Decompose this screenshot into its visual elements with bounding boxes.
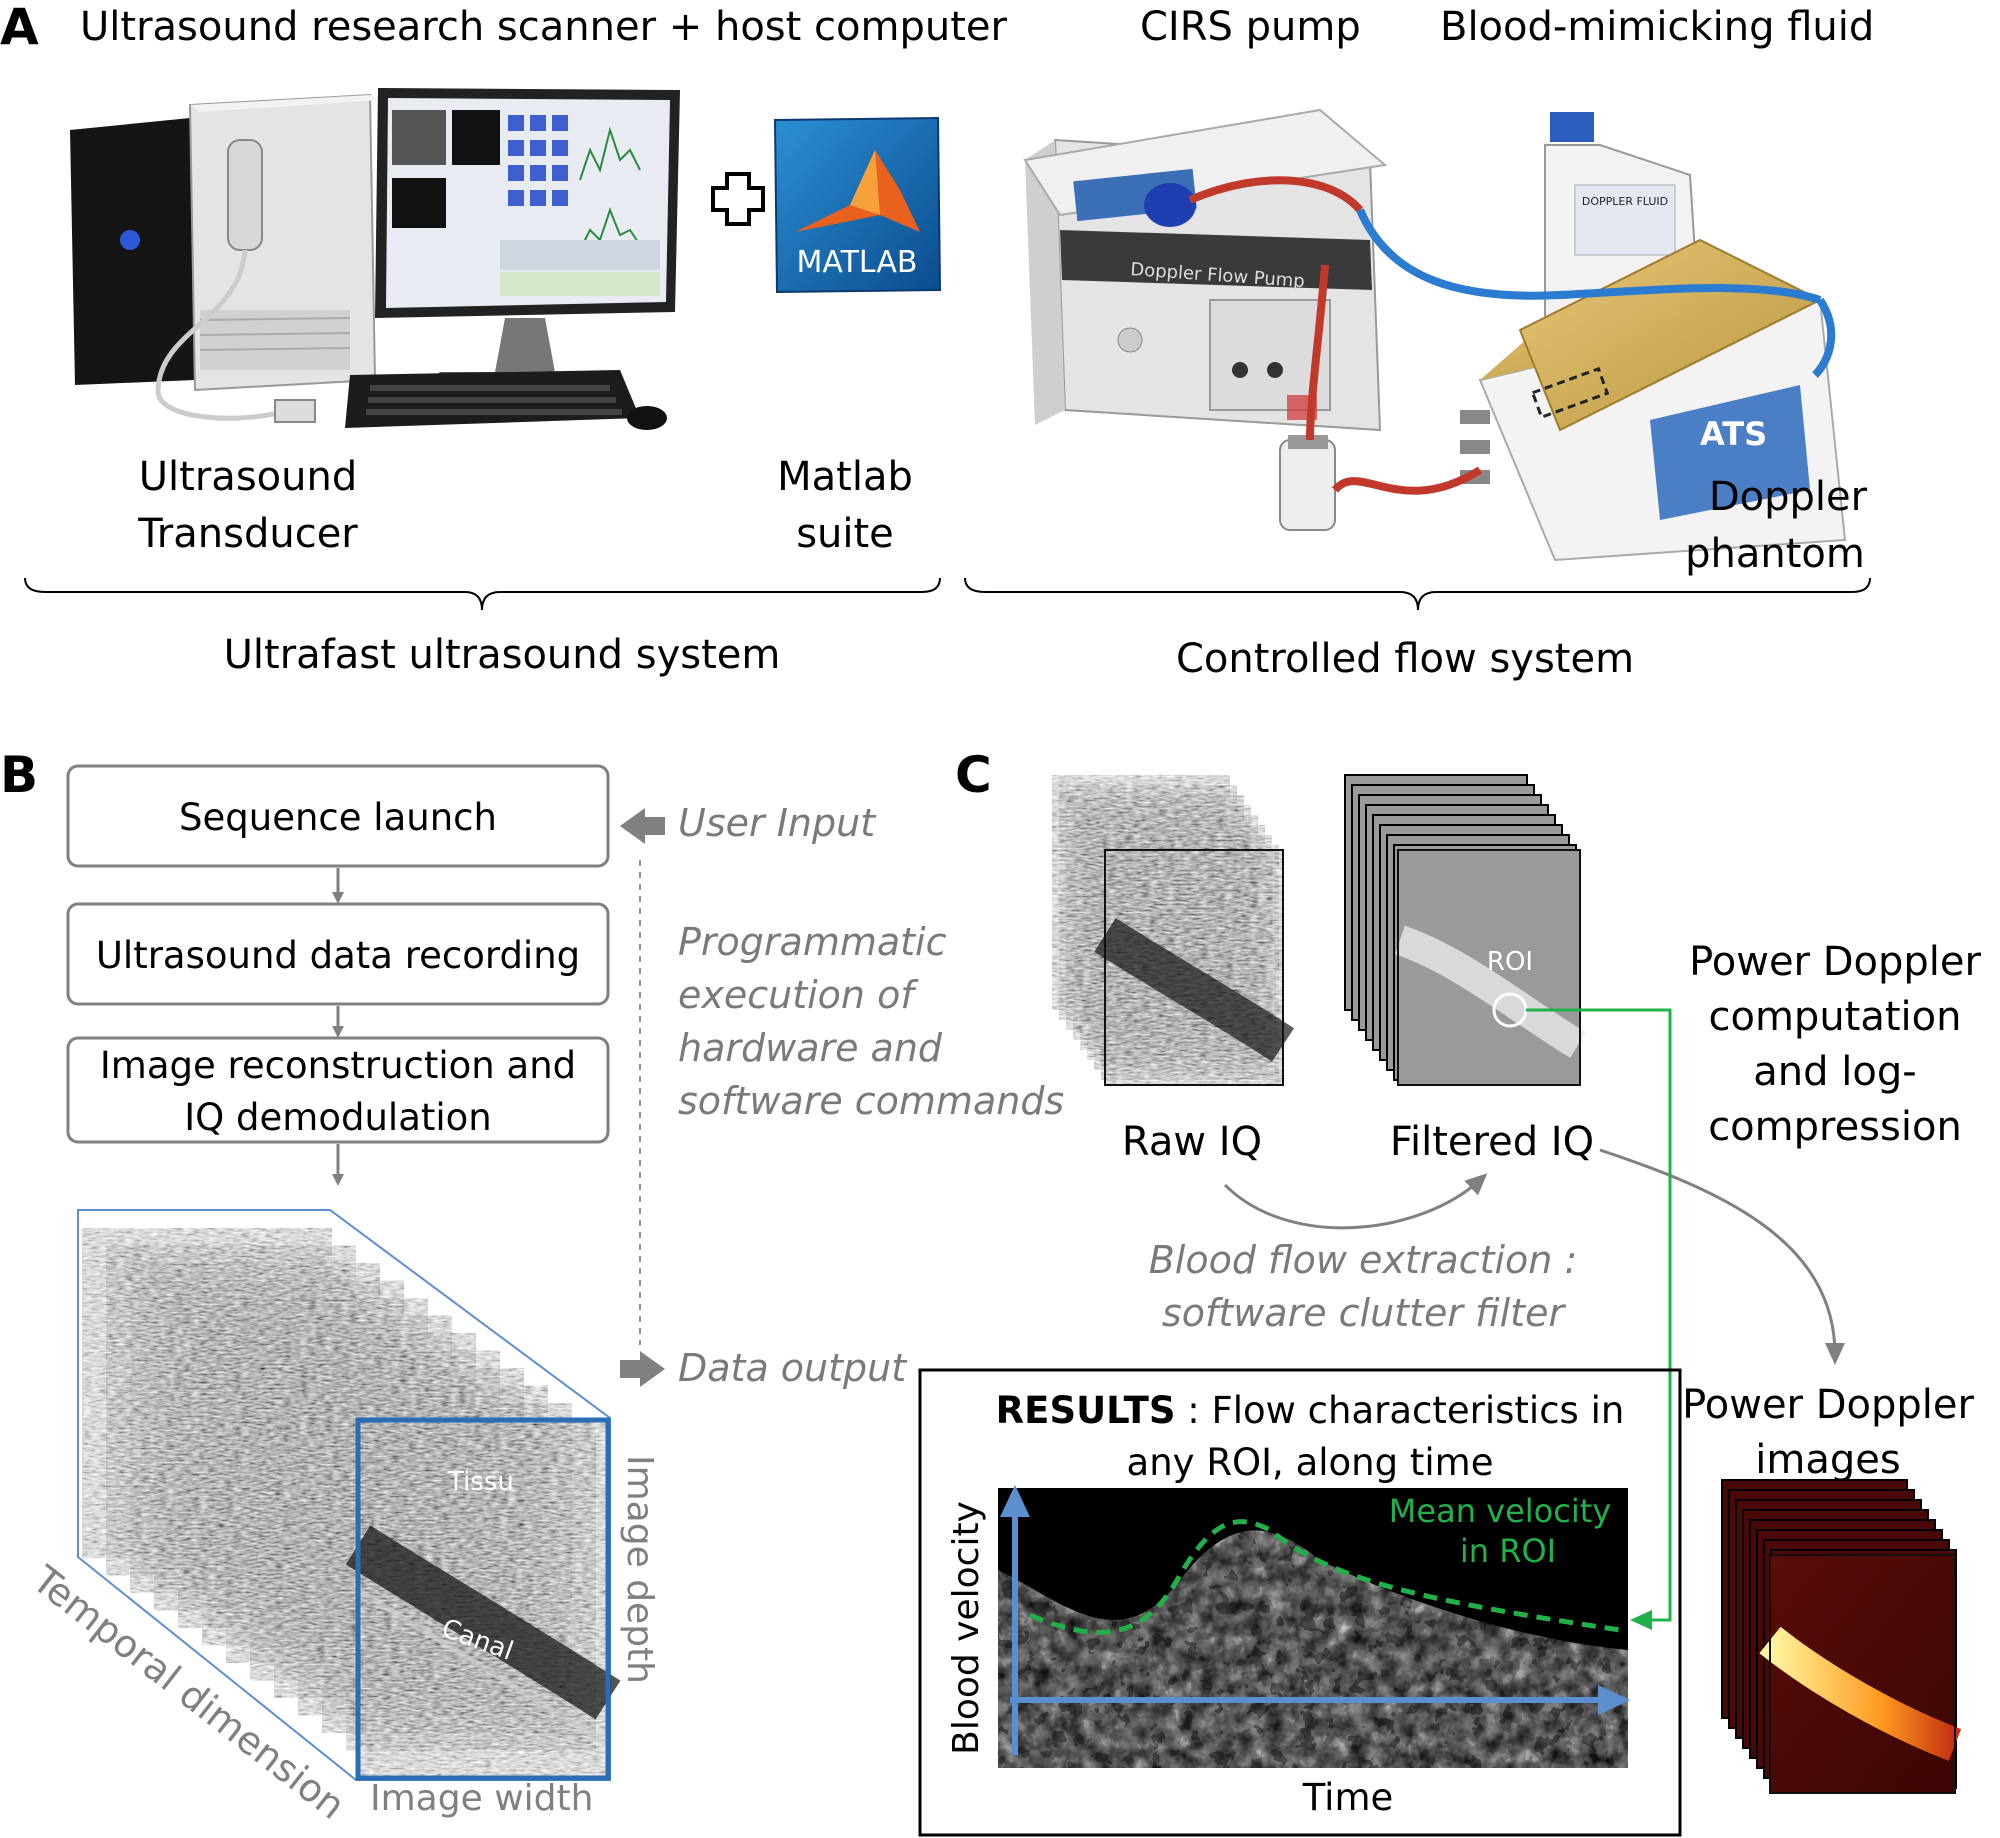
roi-label: ROI (1487, 947, 1533, 977)
raw-iq-front-frame (1094, 849, 1295, 1086)
image-depth-label: Image depth (619, 1455, 660, 1684)
y-axis-label: Blood velocity (946, 1501, 987, 1755)
pd-compute-label-1: Power Doppler (1689, 939, 1981, 985)
prog-label-4: software commands (678, 1079, 1064, 1123)
monitor-illustration (375, 88, 680, 382)
user-input-label: User Input (678, 801, 877, 845)
mean-velocity-curve (1028, 1519, 1621, 1635)
pd-compute-label-4: compression (1708, 1104, 1962, 1150)
doppler-phantom-illustration: ATS (1460, 238, 1847, 562)
scanner-title: Ultrasound research scanner + host compu… (80, 4, 1007, 50)
extraction-label-1: Blood flow extraction : (1149, 1238, 1578, 1282)
step2-text: Ultrasound data recording (96, 934, 580, 977)
panel-c-letter: C (955, 746, 992, 804)
velocity-plot: Mean velocity in ROI (998, 1485, 1630, 1768)
fluid-title: Blood-mimicking fluid (1440, 4, 1874, 50)
results-subtitle: any ROI, along time (1127, 1441, 1494, 1484)
step3-text-1: Image reconstruction and (100, 1044, 576, 1087)
image-width-label: Image width (370, 1778, 593, 1819)
transducer-label-2: Transducer (137, 511, 358, 557)
phantom-brand-text: ATS (1700, 415, 1767, 453)
x-axis-label: Time (1302, 1776, 1394, 1819)
brace-left (24, 577, 941, 611)
transducer-illustration (155, 139, 316, 423)
pump-title: CIRS pump (1140, 4, 1361, 50)
tube-red (1188, 176, 1364, 213)
step-reconstruction (66, 1036, 610, 1144)
extraction-label-2: software clutter filter (1162, 1291, 1567, 1335)
raw-iq-label: Raw IQ (1122, 1119, 1262, 1165)
results-rest: : Flow characteristics in (1175, 1389, 1624, 1432)
prog-label-2: execution of (678, 973, 919, 1017)
prog-label-1: Programmatic (678, 920, 947, 964)
matlab-label-1: Matlab (777, 454, 913, 500)
transducer-label-1: Ultrasound (139, 454, 357, 500)
results-title: RESULTS : Flow characteristics in (996, 1389, 1625, 1432)
fluid-brand-text: DOPPLER FLUID (1582, 195, 1668, 208)
results-bold: RESULTS (996, 1389, 1176, 1432)
pd-compute-label-3: and log- (1753, 1049, 1916, 1095)
mean-velocity-label-2: in ROI (1460, 1532, 1556, 1570)
keyboard-illustration (345, 370, 667, 430)
panel-a-letter: A (0, 0, 39, 56)
data-output-arrow-icon (620, 1351, 665, 1387)
step-sequence-launch (66, 764, 610, 868)
filtered-iq-label: Filtered IQ (1390, 1119, 1594, 1165)
power-doppler-front-frame (1759, 1554, 1962, 1794)
right-group-label: Controlled flow system (1176, 636, 1634, 682)
user-input-arrow-icon (620, 808, 665, 844)
tissue-label: Tissu (447, 1467, 514, 1497)
panel-b-letter: B (0, 746, 38, 804)
brace-right (964, 577, 1871, 611)
data-cube: Tissu Canal (77, 1209, 621, 1781)
prog-label-3: hardware and (678, 1026, 943, 1070)
matlab-logo: MATLAB (773, 116, 942, 294)
matlab-logo-text: MATLAB (797, 245, 918, 280)
matlab-label-2: suite (796, 511, 894, 557)
phantom-label-2: phantom (1685, 531, 1865, 577)
plus-sign-icon (711, 172, 765, 226)
pd-compute-label-2: computation (1709, 994, 1962, 1040)
tube-red-3 (1331, 466, 1483, 495)
phantom-label-1: Doppler (1709, 474, 1868, 520)
pd-images-label-2: images (1755, 1437, 1900, 1483)
filtered-iq-front-frame: ROI (1395, 849, 1586, 1086)
pump-illustration: Doppler Flow Pump (1023, 108, 1388, 432)
tube-red-2 (1306, 264, 1329, 441)
scanner-box-illustration (188, 93, 380, 392)
tube-blue-2 (1812, 297, 1836, 378)
pd-images-label-1: Power Doppler (1682, 1382, 1974, 1428)
tube-blue (1356, 208, 1822, 304)
results-box (918, 1368, 1682, 1837)
step1-text: Sequence launch (179, 796, 497, 839)
extraction-arrow (1223, 1173, 1488, 1230)
reservoir-illustration (1279, 435, 1336, 531)
step-data-recording (66, 902, 610, 1006)
left-group-label: Ultrafast ultrasound system (224, 632, 781, 678)
data-output-label: Data output (678, 1346, 908, 1390)
pd-arrow (1599, 1148, 1845, 1365)
mean-velocity-label-1: Mean velocity (1389, 1492, 1611, 1530)
roi-connector-arrow (1526, 1008, 1672, 1630)
step3-text-2: IQ demodulation (184, 1096, 492, 1139)
